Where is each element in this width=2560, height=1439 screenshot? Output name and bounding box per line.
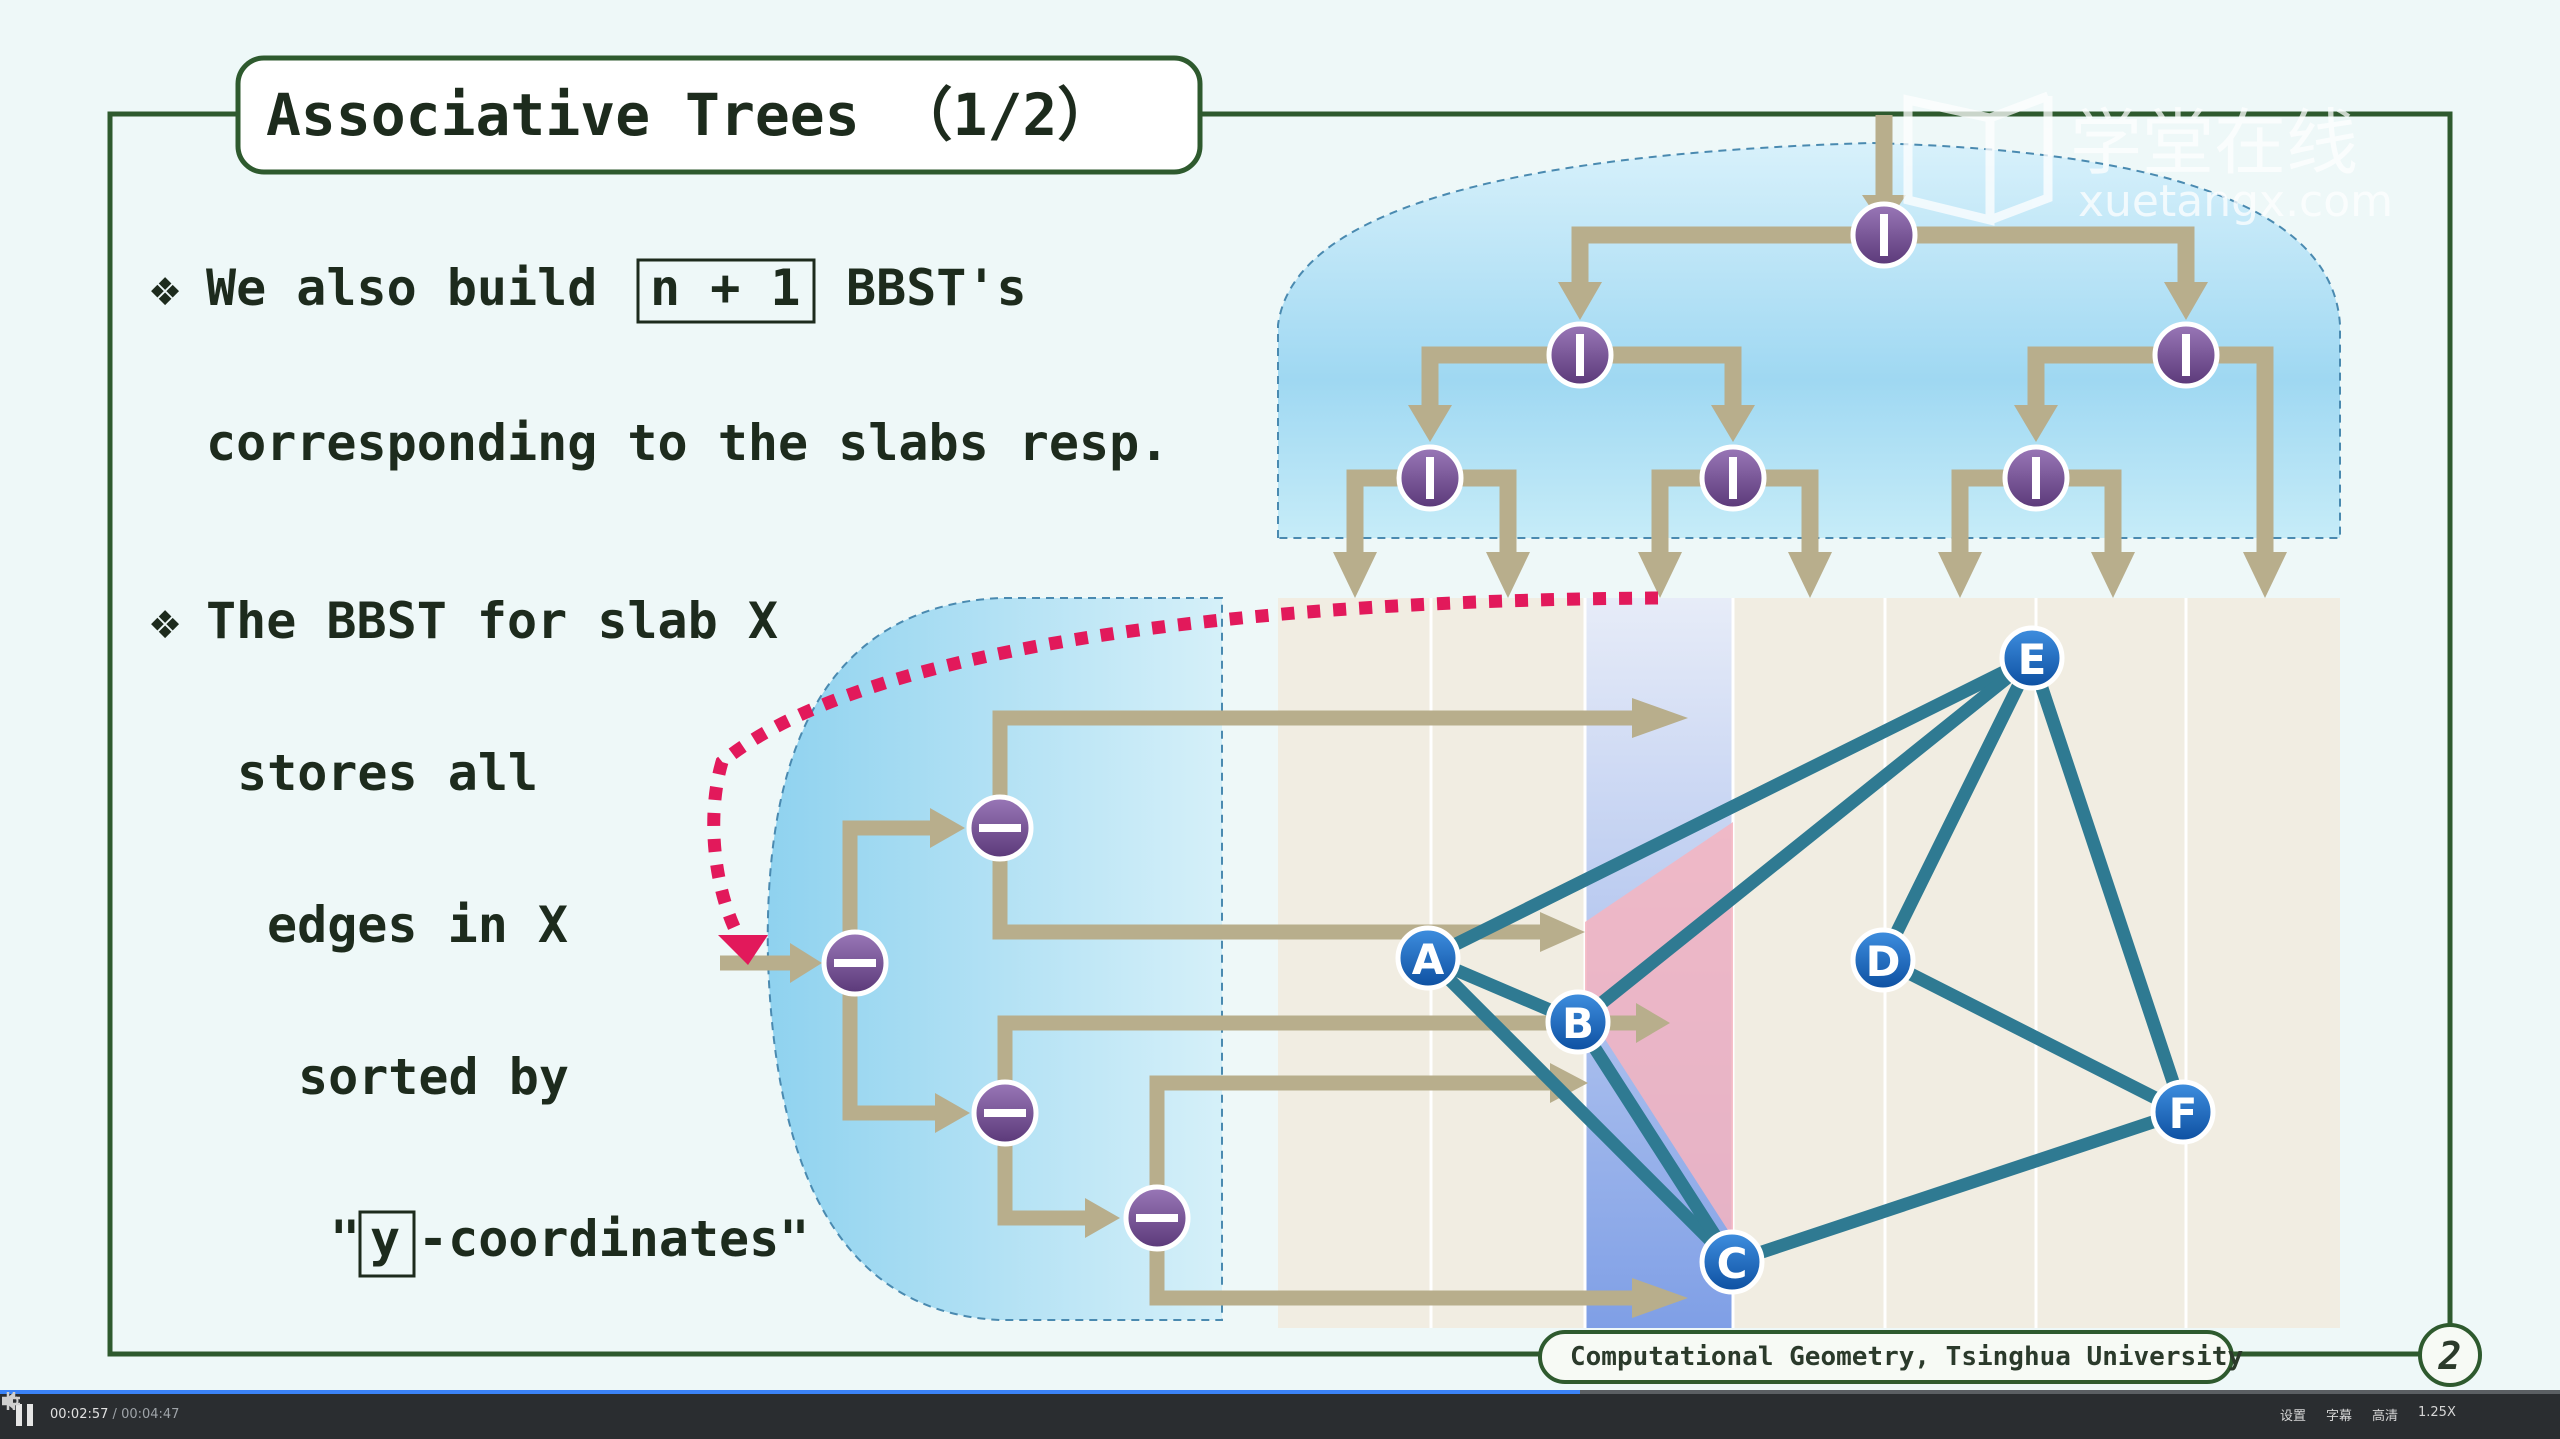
time-separator: / bbox=[112, 1407, 117, 1422]
page-badge bbox=[2418, 1323, 2482, 1387]
current-time: 00:02:57 bbox=[50, 1407, 109, 1422]
y-tree-arrows bbox=[720, 710, 1645, 1306]
slide-frame bbox=[107, 111, 2453, 1357]
svg-text:A: A bbox=[1412, 935, 1445, 984]
bullet-one-suffix: BBST's bbox=[846, 259, 1027, 317]
bullet-two-line-five: -coordinates" bbox=[418, 1210, 809, 1268]
x-tree-nodes bbox=[1396, 201, 2220, 512]
n-plus-one-box bbox=[636, 258, 816, 324]
slab-to-tree-link bbox=[707, 591, 1659, 952]
page-badge-number: 2 bbox=[2438, 1334, 2462, 1378]
duration: 00:04:47 bbox=[121, 1407, 180, 1422]
svg-text:E: E bbox=[2018, 635, 2047, 684]
point-c: C bbox=[1699, 1229, 1765, 1295]
x-node-lr bbox=[1699, 444, 1767, 512]
y-node-root bbox=[821, 929, 889, 997]
quality-button[interactable]: 高清 bbox=[2372, 1409, 2399, 1424]
x-node-right bbox=[2152, 321, 2220, 389]
svg-text:F: F bbox=[2169, 1089, 2198, 1138]
x-node-rl bbox=[2002, 444, 2070, 512]
y-node-lower bbox=[971, 1079, 1039, 1147]
y-node-upper bbox=[966, 794, 1034, 862]
point-d: D bbox=[1850, 927, 1916, 993]
subtitle-button[interactable]: 字幕 bbox=[2326, 1409, 2353, 1424]
y-node-lowest bbox=[1123, 1184, 1191, 1252]
bullet-two-quote-open: " bbox=[330, 1210, 360, 1268]
progress-fill bbox=[0, 1390, 1580, 1394]
bullet-glyph-two: ❖ bbox=[150, 592, 180, 650]
svg-text:B: B bbox=[1562, 999, 1594, 1048]
point-b: B bbox=[1545, 989, 1611, 1055]
x-node-root bbox=[1850, 201, 1918, 269]
player-controls: 00:02:57 / 00:04:47 设置 字幕 高清 1.25X bbox=[0, 1390, 2560, 1439]
settings-button[interactable]: 设置 bbox=[2280, 1409, 2307, 1424]
y-box bbox=[358, 1210, 416, 1278]
footer-text: Computational Geometry, Tsinghua Univers… bbox=[1570, 1342, 2243, 1372]
exit-fullscreen-icon[interactable] bbox=[0, 1390, 22, 1412]
speed-button[interactable]: 1.25X bbox=[2418, 1405, 2456, 1420]
svg-text:D: D bbox=[1866, 937, 1901, 986]
y-box-text: y bbox=[370, 1210, 400, 1268]
point-a: A bbox=[1395, 925, 1461, 991]
time-display: 00:02:57 / 00:04:47 bbox=[50, 1407, 179, 1422]
graph-points: A B C D E F bbox=[1395, 625, 2216, 1295]
slide-title: Associative Trees （1/2） bbox=[266, 81, 1115, 149]
svg-text:C: C bbox=[1717, 1239, 1748, 1288]
x-node-left bbox=[1546, 321, 1614, 389]
bullet-one-prefix: We also build bbox=[206, 259, 597, 317]
watermark-en: xuetangx.com bbox=[2078, 176, 2393, 227]
bullet-two-line-four: sorted by bbox=[298, 1048, 569, 1106]
watermark-book-icon bbox=[1903, 91, 2053, 226]
bullet-two-line-three: edges in X bbox=[267, 896, 568, 954]
pause-button[interactable] bbox=[14, 1404, 36, 1428]
title-box: Associative Trees （1/2） bbox=[235, 55, 1203, 175]
point-f: F bbox=[2150, 1079, 2216, 1145]
pause-icon bbox=[16, 1404, 22, 1426]
watermark-cn: 学堂在线 bbox=[2070, 101, 2358, 185]
bullet-one: ❖ We also build n + 1 BBST's correspondi… bbox=[150, 258, 1169, 472]
footer: Computational Geometry, Tsinghua Univers… bbox=[1538, 1323, 2482, 1387]
slide-canvas: Associative Trees （1/2） bbox=[107, 55, 2482, 1387]
x-node-ll bbox=[1396, 444, 1464, 512]
x-tree-arrows bbox=[1346, 115, 2274, 560]
bullet-two-line-two: stores all bbox=[237, 744, 538, 802]
watermark: 学堂在线 xuetangx.com bbox=[1903, 91, 2393, 227]
bullet-two-line-one: The BBST for slab X bbox=[206, 592, 778, 650]
bullet-glyph: ❖ bbox=[150, 259, 180, 317]
y-tree-nodes bbox=[821, 794, 1191, 1252]
bullet-two: ❖ The BBST for slab X stores all edges i… bbox=[150, 592, 809, 1278]
bullet-one-line-two: corresponding to the slabs resp. bbox=[206, 414, 1169, 472]
progress-track[interactable] bbox=[0, 1390, 2560, 1394]
n-plus-one-text: n + 1 bbox=[650, 259, 801, 317]
link-arrowhead bbox=[718, 935, 768, 965]
point-e: E bbox=[1999, 625, 2065, 691]
